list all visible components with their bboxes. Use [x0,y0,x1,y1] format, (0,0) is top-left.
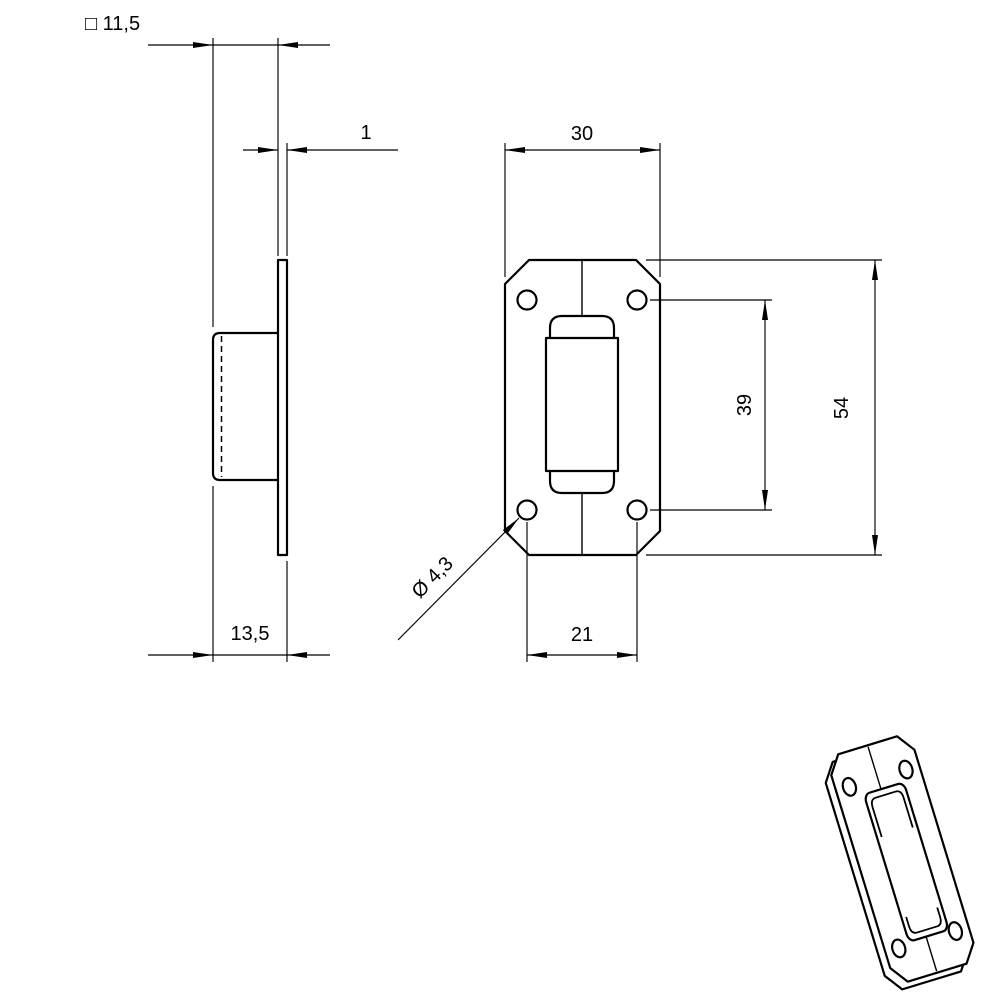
dim-label-hole-diameter: Ø 4,3 [408,553,458,603]
mounting-hole [626,289,648,311]
seam-line-bottom [926,937,937,972]
mounting-hole [841,776,858,797]
mounting-hole [890,938,907,959]
leader-line [397,517,520,641]
plate-profile [276,258,289,557]
dim-label-square-size: □ 11,5 [85,13,140,35]
side-view: □ 11,5 1 13,5 [85,13,398,662]
mounting-hole [626,499,648,521]
front-view: 30 39 54 21 Ø 4,3 [397,123,882,662]
dim-height: 54 [646,259,882,556]
channel-body [544,336,620,473]
channel-bottom-tab [548,469,616,495]
dim-hole-spacing-horizontal: 21 [526,522,638,662]
dim-square-size: □ 11,5 [85,13,330,327]
channel-top-tab [548,314,616,340]
dim-thickness: 1 [243,122,398,256]
dim-label-hole-spacing-vertical: 39 [734,394,756,416]
dim-depth: 13,5 [148,486,330,662]
dim-label-hole-spacing-horizontal: 21 [571,624,593,646]
dim-label-height: 54 [831,397,853,419]
seam-line-top [868,747,881,789]
plate-outline [503,258,662,557]
dim-label-depth: 13,5 [231,623,270,645]
dim-hole-diameter: Ø 4,3 [397,517,520,641]
dim-hole-spacing-vertical: 39 [650,299,772,511]
channel-bottom-rim [906,907,942,934]
dim-label-thickness: 1 [360,122,371,144]
mounting-hole [516,499,538,521]
mounting-hole [947,921,964,942]
isometric-view [819,733,981,994]
dim-label-width: 30 [571,123,593,145]
dim-width: 30 [504,123,661,277]
channel-profile [211,331,280,482]
channel-mouth-rim [870,790,913,837]
channel-body-3d [864,782,949,942]
mounting-hole [516,289,538,311]
mounting-hole [897,759,914,780]
